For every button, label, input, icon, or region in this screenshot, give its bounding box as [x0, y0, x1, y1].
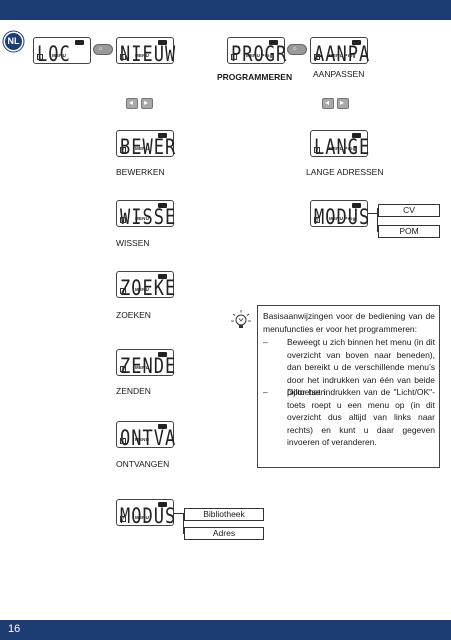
- loco-icon: [352, 203, 361, 208]
- info-bullet-2-text: Door het indrukken van de "Licht/OK"-toe…: [287, 387, 435, 447]
- arrow-right-icon: ▸: [144, 98, 149, 107]
- label-wissen: WISSEN: [116, 238, 150, 248]
- screen-zoeke-number: 4: [120, 288, 126, 295]
- screen-modus-prog-text: MODUS: [314, 205, 371, 230]
- screen-zoeke-text: ZOEKE: [120, 276, 177, 301]
- screen-progr-mode: MENU Prog: [246, 53, 273, 58]
- loco-icon: [158, 424, 167, 429]
- screen-modus-number: 7: [120, 516, 126, 523]
- screen-modus-mode: MENU: [135, 515, 150, 520]
- bottom-bar: 16: [0, 620, 451, 640]
- screen-bewer-mode: MENU: [135, 146, 150, 151]
- loco-icon: [158, 274, 167, 279]
- arrow-left-button[interactable]: ◂: [322, 98, 334, 109]
- screen-nieuw-text: NIEUW: [120, 42, 177, 67]
- screen-nieuw: NIEUW MENU 1: [116, 37, 177, 67]
- info-box: Basisaanwijzingen voor de bediening van …: [257, 305, 440, 468]
- screen-bewer-number: 2: [120, 147, 126, 154]
- arrow-left-icon: ◂: [129, 98, 134, 107]
- screen-wisse-number: 3: [120, 217, 126, 224]
- screen-modus-prog: MODUS MENU Prog 3: [310, 200, 371, 230]
- screen-zende-number: 5: [120, 366, 126, 373]
- arrow-left-icon: ◂: [325, 98, 330, 107]
- screen-progr-number: 1: [231, 54, 237, 61]
- connector-line: [368, 213, 378, 214]
- screen-loc-mode: MENU: [52, 53, 67, 58]
- screen-loc: LOC MENU 1: [33, 37, 91, 67]
- screen-loc-number: 1: [37, 54, 43, 61]
- arrow-right-button[interactable]: ▸: [141, 98, 153, 109]
- label-zoeken: ZOEKEN: [116, 310, 151, 320]
- screen-ontva: ONTVA MENU 6: [116, 421, 177, 451]
- screen-progr: PROGR MENU Prog 1: [227, 37, 288, 67]
- arrow-right-button[interactable]: ▸: [337, 98, 349, 109]
- ok-button[interactable]: ☼: [93, 44, 113, 55]
- option-pom[interactable]: POM: [378, 225, 440, 238]
- label-lange-adressen: LANGE ADRESSEN: [306, 167, 384, 177]
- screen-wisse-mode: MENU: [135, 216, 150, 221]
- connector-line: [183, 513, 184, 534]
- bulb-icon: ☼: [292, 46, 298, 52]
- screen-modus-prog-mode: MENU Prog: [329, 216, 356, 221]
- arrow-left-button[interactable]: ◂: [126, 98, 138, 109]
- screen-aanpa-number: 1: [314, 54, 320, 61]
- screen-zende: ZENDE MENU 5: [116, 349, 177, 379]
- label-programmeren: PROGRAMMEREN: [217, 72, 293, 82]
- loco-icon: [352, 40, 361, 45]
- loco-icon: [158, 352, 167, 357]
- screen-aanpa-mode: MENU Prog: [329, 53, 356, 58]
- screen-zoeke-mode: MENU: [135, 287, 150, 292]
- option-cv[interactable]: CV: [378, 204, 440, 217]
- screen-bewer: BEWER MENU 2: [116, 130, 177, 160]
- ok-button[interactable]: ☼: [287, 44, 307, 55]
- screen-ontva-text: ONTVA: [120, 426, 177, 451]
- loco-icon: [158, 203, 167, 208]
- screen-progr-text: PROGR: [231, 42, 288, 67]
- option-bibliotheek[interactable]: Bibliotheek: [184, 508, 264, 521]
- label-bewerken: BEWERKEN: [116, 167, 165, 177]
- loco-icon: [158, 133, 167, 138]
- info-intro: Basisaanwijzingen voor de bediening van …: [263, 311, 435, 334]
- screen-lange-text: LANGE: [314, 135, 371, 160]
- connector-line: [377, 208, 378, 232]
- screen-zende-mode: MENU: [135, 365, 150, 370]
- screen-aanpa-text: AANPA: [314, 42, 371, 67]
- screen-ontva-mode: MENU: [135, 437, 150, 442]
- loco-icon: [352, 133, 361, 138]
- info-bullet-1-text: Beweegt u zich binnen het menu (in dit o…: [287, 337, 435, 397]
- screen-zoeke: ZOEKE MENU 4: [116, 271, 177, 301]
- top-bar: [0, 0, 451, 20]
- label-aanpassen: AANPASSEN: [313, 69, 365, 79]
- tip-bulb-icon: [231, 310, 251, 328]
- screen-aanpa: AANPA MENU Prog 1: [310, 37, 371, 67]
- loco-icon: [158, 40, 167, 45]
- screen-nieuw-number: 1: [120, 54, 126, 61]
- bulb-icon: ☼: [98, 46, 104, 52]
- language-badge: NL: [5, 33, 22, 50]
- screen-zende-text: ZENDE: [120, 354, 177, 379]
- arrow-right-icon: ▸: [340, 98, 345, 107]
- screen-lange-number: 2: [314, 147, 320, 154]
- screen-modus-prog-number: 3: [314, 217, 320, 224]
- option-adres[interactable]: Adres: [184, 527, 264, 540]
- screen-nieuw-mode: MENU: [135, 53, 150, 58]
- screen-wisse: WISSE MENU 3: [116, 200, 177, 230]
- page-number: 16: [8, 623, 21, 635]
- loco-icon: [75, 40, 84, 45]
- screen-modus-text: MODUS: [120, 504, 177, 529]
- loco-icon: [158, 502, 167, 507]
- connector-line: [174, 513, 184, 514]
- screen-lange-mode: MENU Prog: [329, 146, 356, 151]
- screen-wisse-text: WISSE: [120, 205, 177, 230]
- dash: –: [263, 387, 268, 397]
- screen-lange: LANGE MENU Prog 2: [310, 130, 371, 160]
- dash: –: [263, 337, 268, 347]
- screen-bewer-text: BEWER: [120, 135, 177, 160]
- loco-icon: [269, 40, 278, 45]
- label-ontvangen: ONTVANGEN: [116, 459, 170, 469]
- label-zenden: ZENDEN: [116, 386, 151, 396]
- screen-modus: MODUS MENU 7: [116, 499, 177, 529]
- screen-ontva-number: 6: [120, 438, 126, 445]
